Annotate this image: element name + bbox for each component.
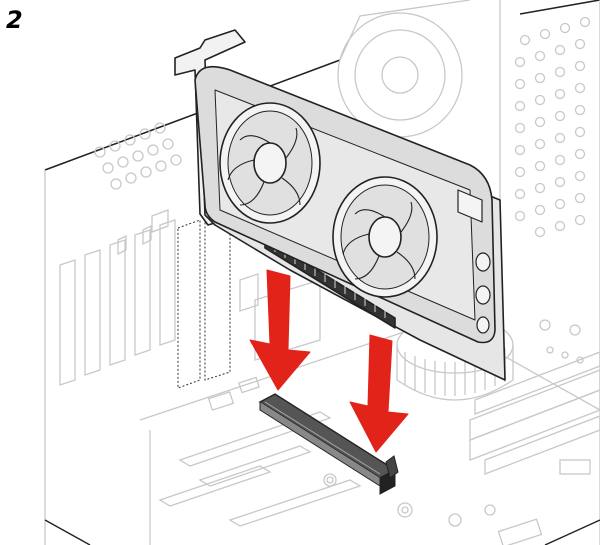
card-fan-2 bbox=[332, 176, 438, 298]
insert-arrow-left bbox=[249, 269, 311, 391]
cpu-cooler bbox=[396, 316, 514, 401]
case-vent-left bbox=[94, 122, 182, 190]
memory-modules bbox=[469, 351, 600, 475]
insertion-arrows bbox=[249, 269, 409, 453]
power-connector bbox=[457, 189, 483, 223]
display-ports bbox=[475, 252, 491, 334]
removed-slot-covers bbox=[177, 211, 231, 389]
motherboard-components bbox=[207, 273, 591, 545]
pc-case bbox=[44, 0, 600, 545]
pcie-x16-slot bbox=[258, 393, 399, 495]
graphics-card bbox=[174, 29, 506, 381]
card-fan-1 bbox=[219, 102, 321, 224]
expansion-slot-covers bbox=[59, 209, 176, 386]
insert-arrow-right bbox=[349, 334, 409, 453]
slot-latch bbox=[385, 455, 399, 479]
case-fan bbox=[337, 12, 463, 138]
lower-pcie-slots bbox=[158, 411, 362, 527]
case-vent-right bbox=[514, 16, 591, 238]
step-number: 2 bbox=[6, 6, 23, 34]
